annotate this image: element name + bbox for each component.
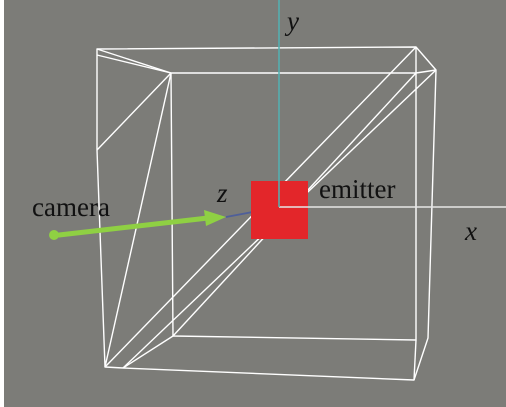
edge-bottom-left-depth xyxy=(122,335,174,369)
camera-arrow-head xyxy=(204,210,226,226)
3d-viewport xyxy=(4,0,506,407)
emitter-label: emitter xyxy=(319,174,396,204)
y-axis-label: y xyxy=(287,6,299,36)
camera-arrow-shaft xyxy=(56,215,211,238)
edge-right-depth xyxy=(415,69,437,74)
edge-top-strut xyxy=(96,54,172,74)
camera-direction-arrow xyxy=(56,210,226,238)
z-axis-label: z xyxy=(217,178,228,208)
edge-left-fan xyxy=(96,72,172,151)
edge-bottom-right-depth xyxy=(413,339,417,381)
x-axis-label: x xyxy=(465,216,477,246)
camera-position-dot xyxy=(49,230,59,240)
edge-bottom-fan xyxy=(104,72,172,368)
edge-top-left-depth xyxy=(96,48,172,74)
camera-label: camera xyxy=(32,192,110,222)
